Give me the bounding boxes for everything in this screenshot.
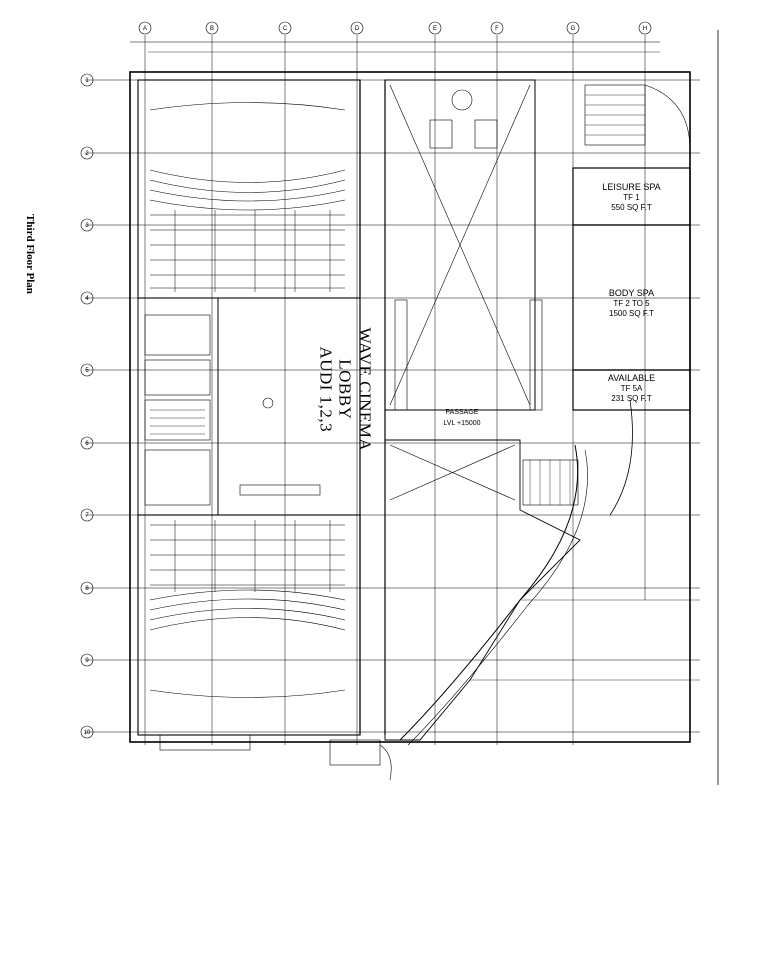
svg-text:8: 8 xyxy=(85,586,89,592)
svg-text:B: B xyxy=(210,26,214,32)
svg-text:C: C xyxy=(283,26,288,32)
room-body-spa: BODY SPA TF 2 TO 5 1500 SQ F.T xyxy=(575,288,688,319)
svg-text:D: D xyxy=(355,26,360,32)
svg-text:E: E xyxy=(433,26,437,32)
room-code: TF 2 TO 5 xyxy=(613,299,650,309)
room-area: 550 SQ F.T xyxy=(611,203,652,213)
svg-text:7: 7 xyxy=(85,513,89,519)
svg-text:4: 4 xyxy=(85,296,89,302)
passage-label: PASSAGE LVL +15000 xyxy=(402,408,522,429)
lobby-label: WAVE CINEMA LOBBY AUDI 1,2,3 xyxy=(316,274,375,504)
svg-text:1: 1 xyxy=(85,78,89,84)
room-code: TF 5A xyxy=(620,384,643,394)
passage-name: PASSAGE xyxy=(445,409,479,416)
room-leisure-spa: LEISURE SPA TF 1 550 SQ F.T xyxy=(575,182,688,213)
svg-text:H: H xyxy=(643,26,647,32)
room-available: AVAILABLE TF 5A 231 SQ F.T xyxy=(575,373,688,404)
room-area: 1500 SQ F.T xyxy=(609,309,654,319)
room-name: LEISURE SPA xyxy=(602,182,661,192)
room-name: AVAILABLE xyxy=(607,373,656,383)
room-area: 231 SQ F.T xyxy=(611,394,652,404)
room-name: BODY SPA xyxy=(608,288,655,298)
lobby-line-2: LOBBY xyxy=(335,359,355,420)
passage-level: LVL +15000 xyxy=(443,419,481,427)
lobby-line-3: AUDI 1,2,3 xyxy=(316,346,336,433)
drawing-title: Third Floor Plan xyxy=(24,214,36,294)
svg-text:F: F xyxy=(495,26,499,32)
svg-text:10: 10 xyxy=(84,730,91,736)
svg-text:6: 6 xyxy=(85,441,89,447)
svg-text:A: A xyxy=(143,26,147,32)
svg-text:3: 3 xyxy=(85,223,89,229)
lobby-line-1: WAVE CINEMA xyxy=(355,327,375,452)
svg-text:9: 9 xyxy=(85,658,89,664)
svg-text:G: G xyxy=(571,26,576,32)
room-code: TF 1 xyxy=(623,193,640,203)
svg-text:5: 5 xyxy=(85,368,89,374)
svg-text:2: 2 xyxy=(85,151,89,157)
